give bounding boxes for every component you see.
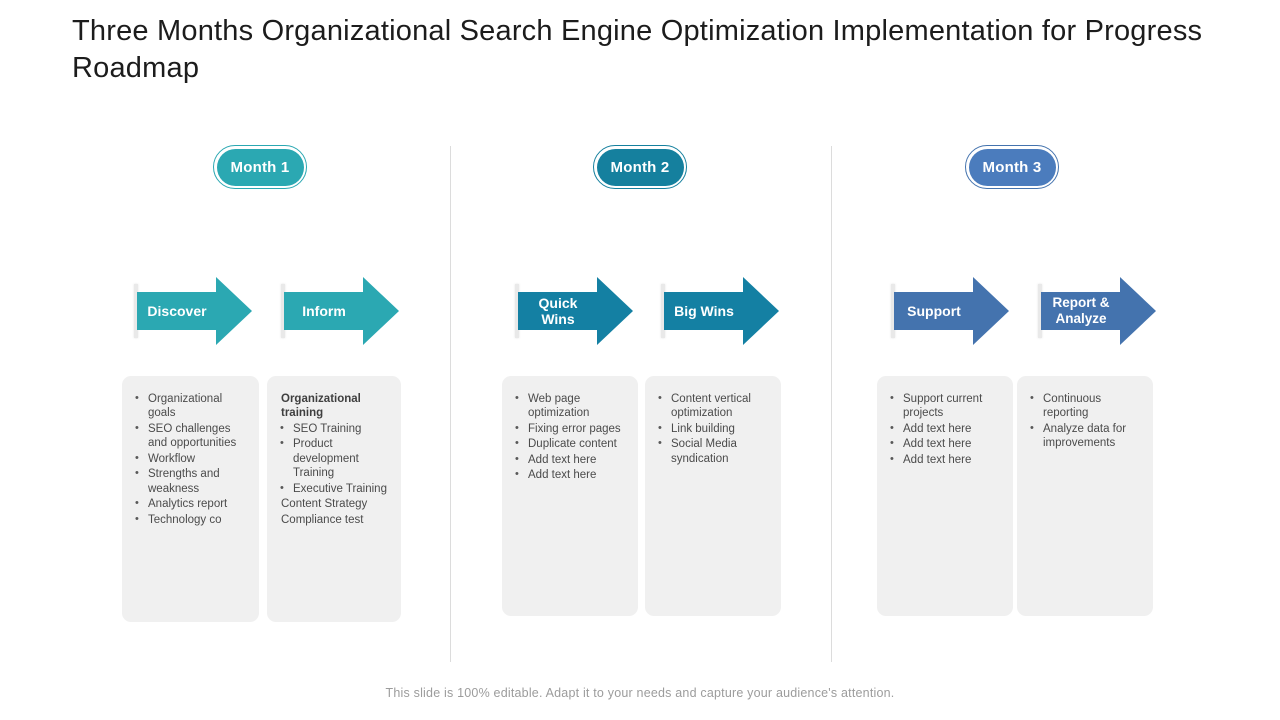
list-item: Content vertical optimization: [651, 392, 773, 421]
footer-note: This slide is 100% editable. Adapt it to…: [385, 686, 895, 700]
month-2-badge-label: Month 2: [596, 148, 684, 186]
list-item: Add text here: [883, 437, 1005, 451]
arrow-tail-strip: [891, 284, 895, 338]
list-item: Add text here: [508, 468, 630, 482]
phase-arrow-label: Report & Analyze: [1052, 295, 1110, 326]
detail-card-discover: Organizational goals SEO challenges and …: [122, 376, 259, 622]
list-item: Organizational goals: [128, 392, 251, 421]
month-3-badge-label: Month 3: [968, 148, 1056, 186]
list-item: Analytics report: [128, 497, 251, 511]
page-title: Three Months Organizational Search Engin…: [72, 15, 1203, 85]
phase-arrow-label: Support: [907, 302, 961, 319]
phase-arrow-quick-wins: Quick Wins: [515, 277, 633, 345]
list-item: Workflow: [128, 452, 251, 466]
list-item: Content Strategy: [281, 498, 368, 511]
list-item: Technology co: [128, 513, 251, 527]
right-arrow-icon: [894, 277, 1009, 345]
arrow-tail-strip: [515, 284, 519, 338]
list-item: Duplicate content: [508, 437, 630, 451]
bullet-list: Organizational training SEO Training Pro…: [273, 392, 393, 527]
arrow-tail-strip: [134, 284, 138, 338]
list-item: Add text here: [508, 453, 630, 467]
list-item: Add text here: [883, 422, 1005, 436]
right-arrow-icon: [518, 277, 633, 345]
arrow-tail-strip: [281, 284, 285, 338]
bullet-list: Organizational goals SEO challenges and …: [128, 392, 251, 527]
list-item: Analyze data for improvements: [1023, 422, 1145, 451]
month-1-badge-label: Month 1: [216, 148, 304, 186]
arrow-tail-strip: [661, 284, 665, 338]
phase-arrow-discover: Discover: [134, 277, 252, 345]
detail-card-quick-wins: Web page optimization Fixing error pages…: [502, 376, 638, 616]
bullet-list: Continuous reporting Analyze data for im…: [1023, 392, 1145, 451]
detail-card-report-analyze: Continuous reporting Analyze data for im…: [1017, 376, 1153, 616]
right-arrow-icon: [664, 277, 779, 345]
phase-arrow-label: Discover: [147, 302, 207, 319]
list-item: Executive Training: [273, 482, 393, 496]
detail-card-big-wins: Content vertical optimization Link build…: [645, 376, 781, 616]
right-arrow-icon: [137, 277, 252, 345]
month-2-badge: Month 2: [593, 145, 687, 189]
detail-card-inform: Organizational training SEO Training Pro…: [267, 376, 401, 622]
phase-arrow-report-analyze: Report & Analyze: [1038, 277, 1156, 345]
column-divider: [450, 146, 451, 662]
arrow-tail-strip: [1038, 284, 1042, 338]
list-item: Link building: [651, 422, 773, 436]
phase-arrow-support: Support: [891, 277, 1009, 345]
list-item: SEO Training: [273, 422, 393, 436]
phase-arrow-label: Inform: [302, 302, 346, 319]
column-divider: [831, 146, 832, 662]
list-item: Compliance test: [281, 513, 364, 526]
list-item: Web page optimization: [508, 392, 630, 421]
list-item: Support current projects: [883, 392, 1005, 421]
detail-card-support: Support current projects Add text here A…: [877, 376, 1013, 616]
phase-arrow-label: Big Wins: [674, 302, 734, 319]
list-item-heading: Organizational training: [281, 393, 361, 420]
bullet-list: Content vertical optimization Link build…: [651, 392, 773, 466]
phase-arrow-label: Quick Wins: [538, 294, 578, 327]
phase-arrow-big-wins: Big Wins: [661, 277, 779, 345]
bullet-list: Web page optimization Fixing error pages…: [508, 392, 630, 483]
list-item: Strengths and weakness: [128, 467, 251, 496]
month-1-badge: Month 1: [213, 145, 307, 189]
month-3-badge: Month 3: [965, 145, 1059, 189]
bullet-list: Support current projects Add text here A…: [883, 392, 1005, 467]
list-item: Fixing error pages: [508, 422, 630, 436]
right-arrow-icon: [284, 277, 399, 345]
phase-arrow-inform: Inform: [281, 277, 399, 345]
list-item: SEO challenges and opportunities: [128, 422, 251, 451]
list-item: Social Media syndication: [651, 437, 773, 466]
list-item: Continuous reporting: [1023, 392, 1145, 421]
right-arrow-icon: [1041, 277, 1156, 345]
list-item: Product development Training: [273, 437, 393, 480]
list-item: Add text here: [883, 453, 1005, 467]
